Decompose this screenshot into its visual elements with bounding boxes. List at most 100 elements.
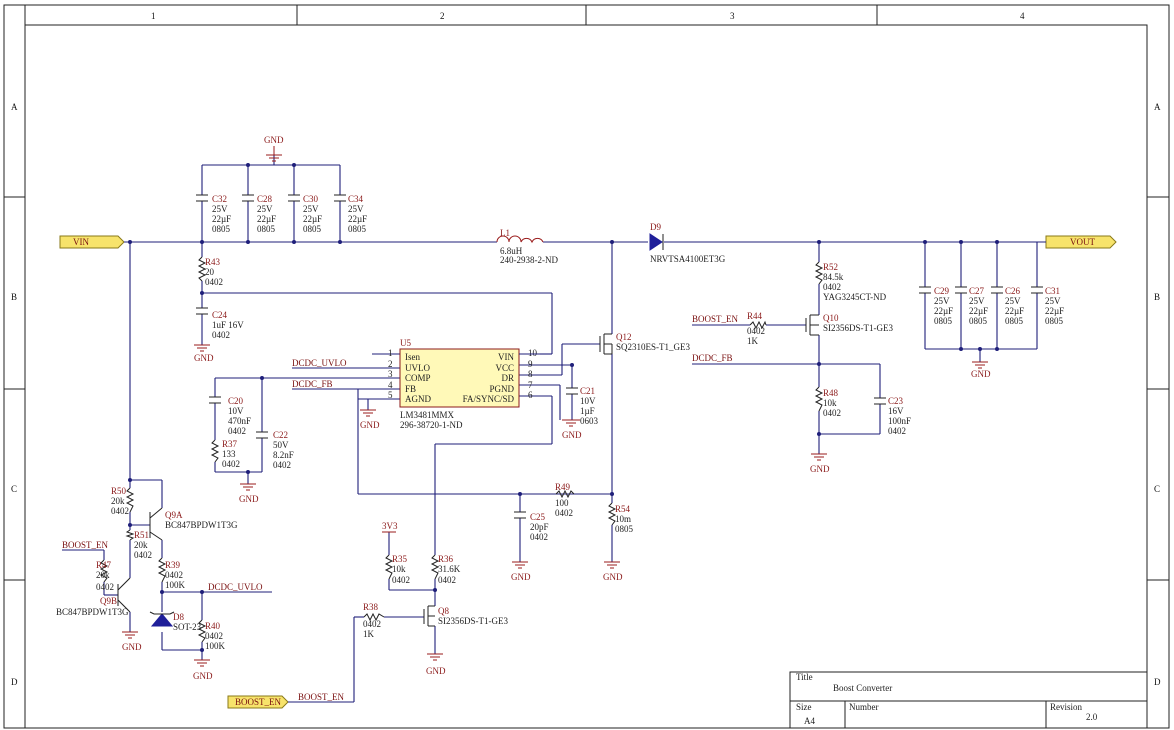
ic-u5: U5 Isen UVLO COMP FB AGND 1 2 3 4 5 VIN … xyxy=(388,338,540,430)
svg-text:C22: C22 xyxy=(273,430,288,440)
svg-text:25V: 25V xyxy=(934,296,950,306)
svg-text:C32: C32 xyxy=(212,194,227,204)
port-vout[interactable]: VOUT xyxy=(1045,235,1117,249)
svg-text:0603: 0603 xyxy=(580,416,599,426)
svg-text:R52: R52 xyxy=(823,262,838,272)
net-3v3: 3V3 xyxy=(382,521,398,531)
svg-text:GND: GND xyxy=(971,369,991,379)
gnd-r48: GND xyxy=(810,453,830,474)
svg-text:10m: 10m xyxy=(615,514,631,524)
svg-text:VIN: VIN xyxy=(498,352,514,362)
svg-text:VCC: VCC xyxy=(495,363,514,373)
zone-labels: 1 2 3 4 A B C D A B C D xyxy=(11,11,1161,687)
svg-text:GND: GND xyxy=(264,135,284,145)
net-dcdc-uvlo-low: DCDC_UVLO xyxy=(208,582,263,592)
zone-row-c-left: C xyxy=(11,484,17,494)
port-vin[interactable]: VIN xyxy=(59,235,125,249)
svg-text:Q9A: Q9A xyxy=(165,510,183,520)
wires xyxy=(62,155,1046,703)
net-boost-en-left: BOOST_EN xyxy=(62,540,109,550)
svg-text:2: 2 xyxy=(388,359,393,369)
svg-text:SI2356DS-T1-GE3: SI2356DS-T1-GE3 xyxy=(438,616,508,626)
svg-text:296-38720-1-ND: 296-38720-1-ND xyxy=(400,420,463,430)
svg-text:C21: C21 xyxy=(580,386,595,396)
sheet-frame xyxy=(3,4,1170,729)
svg-text:R51: R51 xyxy=(134,530,149,540)
svg-text:0402: 0402 xyxy=(747,326,765,336)
svg-text:Q9B: Q9B xyxy=(100,596,117,606)
inductor-l1: L1 6.8uH 240-2938-2-ND xyxy=(496,228,558,265)
svg-text:133: 133 xyxy=(222,449,236,459)
gnd-c21: GND xyxy=(562,419,582,440)
svg-text:FA/SYNC/SD: FA/SYNC/SD xyxy=(463,394,515,404)
svg-text:0402: 0402 xyxy=(96,582,114,592)
gnd-symbols: GND GND GND GND GND GND GND GND xyxy=(122,135,991,681)
svg-text:20k: 20k xyxy=(134,540,148,550)
svg-text:100nF: 100nF xyxy=(888,416,911,426)
svg-text:10V: 10V xyxy=(580,396,596,406)
svg-text:C28: C28 xyxy=(257,194,273,204)
svg-text:R39: R39 xyxy=(165,560,181,570)
zone-row-d-left: D xyxy=(11,677,18,687)
svg-text:LM3481MMX: LM3481MMX xyxy=(400,410,455,420)
svg-text:0402: 0402 xyxy=(392,575,410,585)
svg-text:C23: C23 xyxy=(888,396,904,406)
port-boost-en[interactable]: BOOST_EN xyxy=(227,695,289,709)
svg-text:100: 100 xyxy=(555,498,569,508)
svg-text:20k: 20k xyxy=(96,570,110,580)
svg-text:0805: 0805 xyxy=(934,316,953,326)
size-value: A4 xyxy=(804,716,815,726)
zone-row-b-left: B xyxy=(11,292,17,302)
svg-text:GND: GND xyxy=(810,464,830,474)
svg-text:1K: 1K xyxy=(747,336,759,346)
svg-text:0805: 0805 xyxy=(257,224,276,234)
svg-text:7: 7 xyxy=(528,380,533,390)
svg-text:22µF: 22µF xyxy=(1045,306,1064,316)
svg-text:UVLO: UVLO xyxy=(405,363,430,373)
mosfet-q8 xyxy=(423,605,435,627)
svg-text:31.6K: 31.6K xyxy=(438,564,461,574)
capacitor-symbols xyxy=(196,194,1043,519)
svg-text:0402: 0402 xyxy=(205,277,223,287)
number-label: Number xyxy=(849,702,879,712)
svg-text:0805: 0805 xyxy=(1045,316,1064,326)
svg-text:22µF: 22µF xyxy=(1005,306,1024,316)
svg-text:Q12: Q12 xyxy=(616,332,632,342)
svg-text:0402: 0402 xyxy=(530,532,548,542)
svg-text:D8: D8 xyxy=(173,612,184,622)
svg-text:100K: 100K xyxy=(165,580,186,590)
svg-text:10: 10 xyxy=(528,348,538,358)
resistor-symbols xyxy=(99,256,824,643)
gnd-top: GND xyxy=(264,135,284,162)
zone-col-3: 3 xyxy=(730,11,735,21)
svg-text:20: 20 xyxy=(205,267,215,277)
svg-text:GND: GND xyxy=(193,671,213,681)
svg-text:10k: 10k xyxy=(823,398,837,408)
svg-text:0402: 0402 xyxy=(222,459,240,469)
svg-text:PGND: PGND xyxy=(489,384,514,394)
svg-text:GND: GND xyxy=(562,430,582,440)
svg-text:Q10: Q10 xyxy=(823,313,839,323)
svg-text:GND: GND xyxy=(360,420,380,430)
svg-text:6: 6 xyxy=(528,390,533,400)
junctions xyxy=(128,163,999,652)
port-vin-label: VIN xyxy=(73,237,89,247)
svg-text:25V: 25V xyxy=(969,296,985,306)
svg-text:22µF: 22µF xyxy=(348,214,367,224)
net-boost-en-bottom: BOOST_EN xyxy=(298,692,345,702)
gnd-c24: GND xyxy=(194,344,214,363)
svg-text:R35: R35 xyxy=(392,554,408,564)
svg-text:1µF: 1µF xyxy=(580,406,595,416)
svg-text:0402: 0402 xyxy=(165,570,183,580)
title-label: Title xyxy=(796,672,813,682)
svg-text:25V: 25V xyxy=(303,204,319,214)
svg-text:GND: GND xyxy=(239,494,259,504)
net-labels: DCDC_UVLO DCDC_FB BOOST_EN DCDC_FB BOOST… xyxy=(62,314,739,702)
svg-text:22µF: 22µF xyxy=(303,214,322,224)
svg-text:D9: D9 xyxy=(650,222,661,232)
svg-text:SI2356DS-T1-GE3: SI2356DS-T1-GE3 xyxy=(823,323,893,333)
bjt-q9b xyxy=(117,577,131,613)
svg-text:GND: GND xyxy=(122,642,142,652)
mosfet-q12 xyxy=(599,333,613,355)
